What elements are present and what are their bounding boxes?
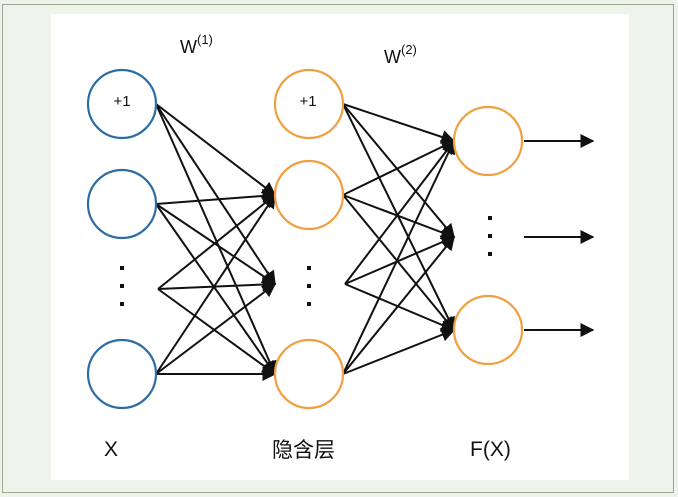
edge-l1-1-2 [155,203,276,376]
input-bias-label: +1 [113,93,131,110]
input-node-1 [86,168,158,240]
output-layer-label: F(X) [470,438,511,461]
input-ellipsis-dot-1 [120,284,124,288]
hidden-bias-label: +1 [299,93,317,110]
input-ellipsis-dot-2 [120,302,124,306]
edge-l1-2-1 [157,277,277,292]
edge-l1-0-2 [155,103,277,376]
hidden-ellipsis-dot-0 [307,266,311,270]
input-layer-label: X [104,438,119,461]
hidden-node-2 [273,338,345,410]
hidden-node-1 [273,159,345,231]
output-node-0 [452,105,524,177]
edge-l2-3-1 [342,235,455,375]
input-node-0 [86,68,158,140]
weight-label-2: W(2) [384,42,417,67]
output-ellipsis-dot-0 [488,216,492,220]
edge-l2-0-1 [342,103,455,239]
edge-l2-3-0 [342,139,455,375]
edge-l2-2-1 [344,235,456,285]
edge-l2-2-0 [344,139,455,285]
output-node-1 [452,294,524,366]
weight-label-1: W(1) [180,32,213,57]
edge-l1-2-0 [157,194,277,290]
hidden-ellipsis-dot-2 [307,302,311,306]
edge-l1-3-1 [155,283,277,375]
edge-l1-0-0 [155,103,277,196]
hidden-layer-label: 隐含层 [272,439,335,462]
edge-l2-1-2 [342,194,455,332]
hidden-ellipsis-dot-1 [307,284,311,288]
edge-l2-2-2 [344,283,456,332]
edge-l2-1-1 [342,194,456,240]
input-node-2 [86,338,158,410]
input-ellipsis-dot-0 [120,266,124,270]
edge-l1-1-0 [155,188,277,205]
edge-l1-0-1 [155,103,276,286]
hidden-node-0 [273,68,345,140]
edge-l2-0-0 [342,103,456,144]
edge-l1-2-2 [157,288,277,375]
output-ellipsis-dot-1 [488,234,492,238]
output-ellipsis-dot-2 [488,252,492,256]
edge-l2-3-2 [342,328,456,375]
edge-l1-3-0 [155,193,276,375]
edge-l2-1-0 [342,140,456,196]
